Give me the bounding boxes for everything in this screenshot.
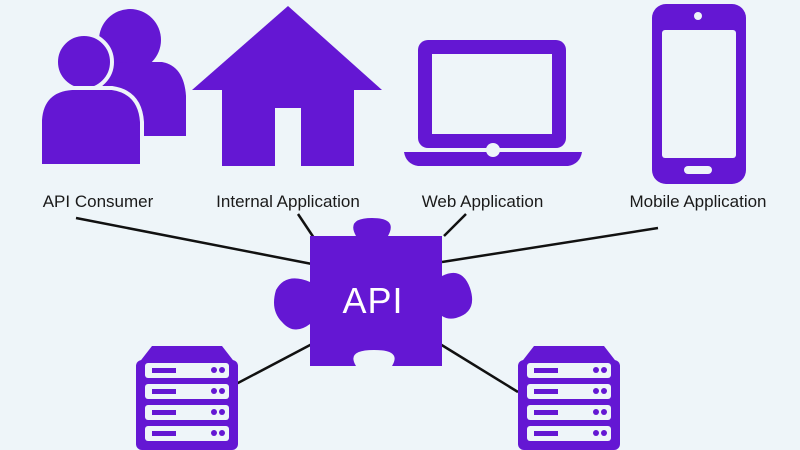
web-application-label: Web Application — [421, 192, 544, 211]
server-rack-icon-left — [136, 346, 238, 450]
laptop-icon — [404, 40, 582, 166]
connector-internal-application — [296, 213, 316, 239]
internal-application-label: Internal Application — [216, 192, 360, 211]
server-rack-icon-right — [518, 346, 620, 450]
api-consumer-label: API Consumer — [42, 192, 154, 211]
connector-server-left — [235, 342, 313, 386]
smartphone-icon — [652, 4, 746, 184]
connector-mobile-application — [441, 226, 659, 264]
connector-api-consumer — [75, 216, 313, 266]
users-icon — [38, 9, 186, 168]
puzzle-piece-icon — [274, 218, 473, 366]
connector-web-application — [443, 213, 467, 237]
api-label: API — [342, 280, 404, 321]
connectors — [75, 213, 659, 394]
house-icon — [192, 6, 382, 166]
mobile-application-label: Mobile Application — [629, 192, 767, 211]
connector-server-right — [439, 342, 519, 394]
